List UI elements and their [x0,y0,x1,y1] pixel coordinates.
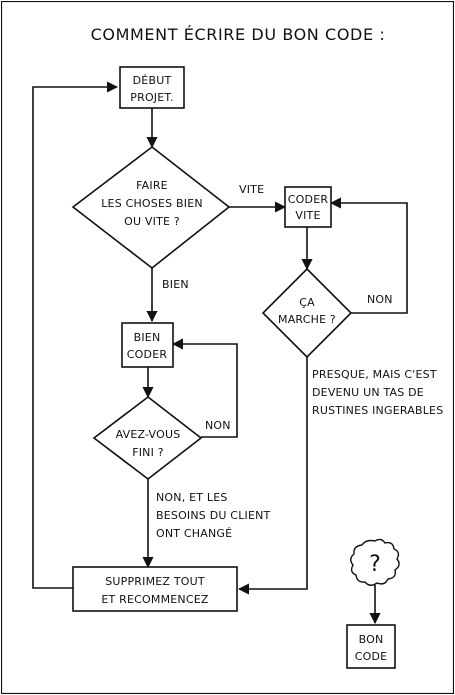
edge-label-besoins-line-2: BESOINS DU CLIENT [156,509,271,522]
edge-supprimez-to-debut [32,81,119,589]
node-bien-coder-line-2: CODER [127,348,168,361]
node-ca-marche: ÇA MARCHE ? [261,267,353,359]
node-supprimez-line-2: ET RECOMMENCEZ [101,593,208,606]
node-decision-line-1: FAIRE [136,179,168,192]
node-supprimez-tout: SUPPRIMEZ TOUT ET RECOMMENCEZ [72,566,238,612]
node-bien-coder: BIEN CODER [121,322,174,368]
edge-label-presque-line-1: PRESQUE, MAIS C'EST [312,368,437,381]
node-debut-projet: DÉBUT PROJET. [119,66,185,109]
node-coder-vite: CODER VITE [284,186,332,228]
edge-label-non-ca-marche: NON [367,293,393,306]
edge-label-besoins-line-1: NON, ET LES [156,491,228,504]
edge-label-bien: BIEN [162,278,189,291]
node-decision-line-2: LES CHOSES BIEN [101,197,203,210]
edge-label-presque-line-2: DEVENU UN TAS DE [312,386,424,399]
node-bon-code: BON CODE [346,624,396,669]
node-ca-marche-line-2: MARCHE ? [278,313,336,326]
node-decision-bien-ou-vite: FAIRE LES CHOSES BIEN OU VITE ? [71,145,231,270]
cloud-question-mark: ? [369,552,381,577]
node-bon-code-line-1: BON [359,633,384,646]
edge-label-non-fini: NON [205,419,231,432]
node-bon-code-line-2: CODE [355,650,388,663]
node-debut-line-2: PROJET. [130,91,173,104]
node-avez-vous-line-2: FINI ? [132,446,164,459]
edge-ca-marche-to-supprimez [237,357,308,595]
node-supprimez-line-1: SUPPRIMEZ TOUT [105,575,205,588]
edge-ca-marche-non-loop [329,197,408,314]
node-coder-vite-line-2: VITE [295,209,320,222]
page-title: COMMENT ÉCRIRE DU BON CODE : [91,25,386,44]
node-question-cloud: ? [350,538,400,586]
edge-label-vite: VITE [239,183,264,196]
edge-label-presque-line-3: RUSTINES INGERABLES [312,404,443,417]
node-avez-vous-fini: AVEZ-VOUS FINI ? [92,395,203,481]
node-coder-vite-line-1: CODER [288,193,329,206]
edge-avez-vous-non-loop [171,338,238,438]
node-decision-line-3: OU VITE ? [124,215,180,228]
node-bien-coder-line-1: BIEN [134,331,161,344]
node-ca-marche-line-1: ÇA [299,296,315,309]
node-debut-line-1: DÉBUT [133,74,172,87]
node-avez-vous-line-1: AVEZ-VOUS [116,428,181,441]
edge-label-besoins-line-3: ONT CHANGÉ [156,527,232,540]
